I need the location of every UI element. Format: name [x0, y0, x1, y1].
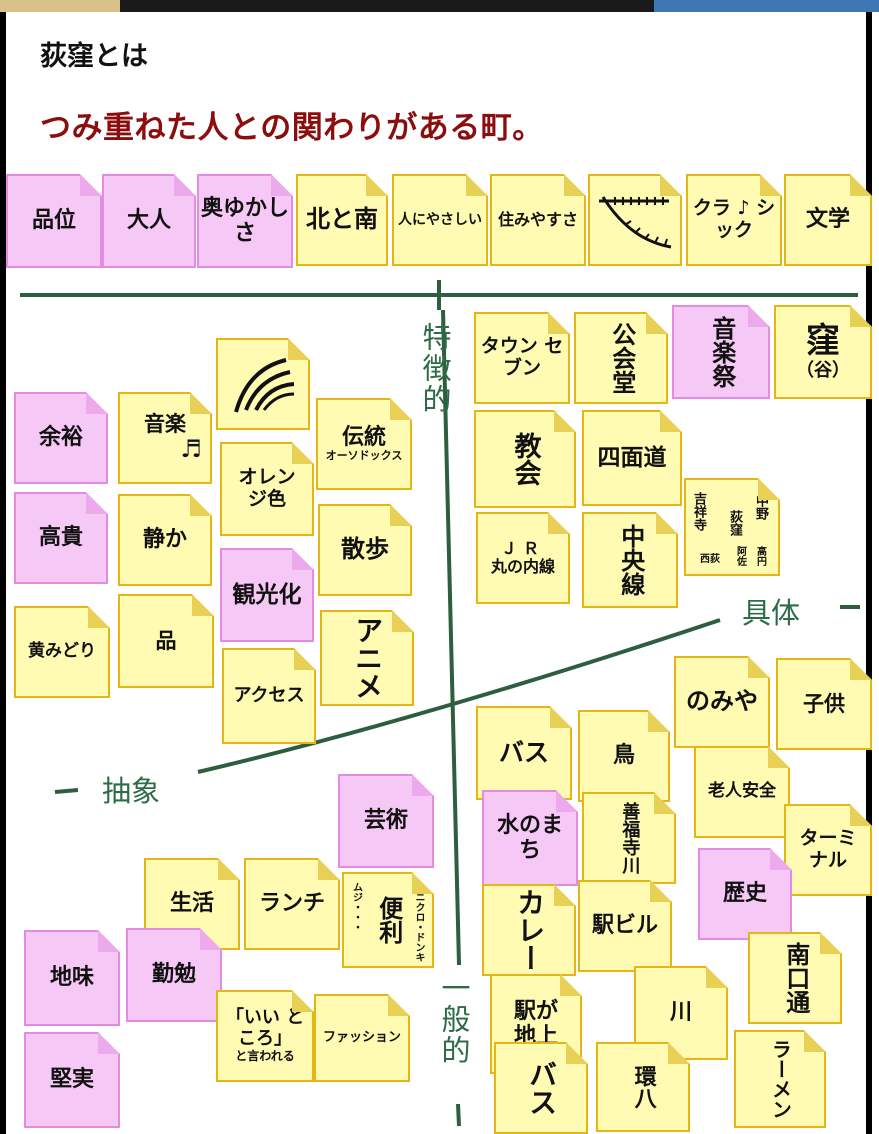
note-sanpo: 散歩 — [318, 504, 412, 596]
note-fashion: ファッション — [314, 994, 410, 1082]
top-strip — [0, 0, 879, 12]
note-bungaku: 文学 — [784, 174, 872, 266]
note-shizuka: 静か — [118, 494, 212, 586]
railway-sketch-icon — [595, 185, 675, 255]
note-rekishi: 歴史 — [698, 848, 792, 940]
note-hini: 品位 — [6, 174, 102, 268]
note-ekibiru: 駅ビル — [578, 880, 672, 972]
note-kouki: 高貴 — [14, 492, 108, 584]
note-otona: 大人 — [102, 174, 196, 268]
note-dentou-main: 伝統 — [341, 425, 386, 451]
note-ongaku-icon: ♬ — [180, 435, 202, 464]
note-minamiguchi: 南口通 — [748, 932, 842, 1024]
note-classic: クラ ♪ シック — [686, 174, 782, 266]
note-benri-main: 便利 — [374, 896, 403, 944]
note-railway-sketch — [588, 174, 682, 266]
note-okuyukashisa: 奥ゆかしさ — [197, 174, 293, 268]
note-ongaku-main: 音楽 — [144, 412, 186, 437]
note-ongaku: 音楽 ♬ — [118, 392, 212, 484]
note-iitokoro-main: 「いい ところ」 — [225, 1007, 305, 1050]
note-dentou-sub: オーソドックス — [325, 449, 403, 463]
vertical-axis-bottom-tick — [456, 1103, 461, 1127]
page-subtitle: つみ重ねた人との関わりがある町。 — [40, 110, 544, 146]
left-tick — [54, 788, 79, 794]
note-benri-sub2: ムジ・・・ — [350, 882, 362, 932]
note-bus-top: バス — [476, 706, 572, 800]
note-benri-sub: ユニクロ・ドンキ — [413, 882, 424, 962]
note-ramen: ラーメン — [734, 1030, 826, 1128]
note-benkyou: 勤勉 — [126, 928, 222, 1022]
note-nomiya: のみや — [674, 656, 770, 748]
note-kubo-sub: （谷） — [796, 360, 850, 382]
note-iitokoro-sub: と言われる — [235, 1048, 295, 1063]
axis-label-characteristic: 特徴的 — [418, 322, 452, 415]
note-yoyuu: 余裕 — [14, 392, 108, 484]
axis-label-abstract: 抽象 — [102, 774, 161, 808]
vertical-axis — [441, 309, 461, 966]
note-hin: 品 — [118, 594, 214, 688]
note-chuousen: 中央線 — [582, 512, 678, 608]
axis-label-concrete: 具体 — [742, 596, 801, 630]
note-kenjitsu: 堅実 — [24, 1032, 120, 1128]
note-ongakusai: 音楽祭 — [672, 305, 770, 399]
note-lunch: ランチ — [244, 858, 340, 950]
note-iitokoro: 「いい ところ」 と言われる — [216, 990, 314, 1082]
map-asagaya: 阿佐 — [734, 546, 746, 566]
note-geijutsu: 芸術 — [338, 774, 434, 868]
note-grass-sketch — [216, 338, 310, 430]
map-kichijoji: 吉祥寺 — [690, 492, 706, 531]
note-mizunomachi: 水のまち — [482, 790, 578, 886]
note-jr-sub: 丸の内線 — [490, 557, 555, 576]
note-kitatominami: 北と南 — [296, 174, 388, 266]
note-benri: ムジ・・・ 便利 ユニクロ・ドンキ — [342, 872, 434, 968]
note-jr: ＪＲ 丸の内線 — [476, 512, 570, 604]
note-roujin: 老人安全 — [694, 746, 790, 838]
map-koenji: 高円 — [754, 546, 766, 566]
note-hitoniyasashii: 人にやさしい — [392, 174, 488, 266]
page-title: 荻窪とは — [40, 41, 148, 72]
note-sumiyasusa: 住みやすさ — [490, 174, 586, 266]
note-kubo-main: 窪 — [806, 321, 840, 362]
note-jr-main: ＪＲ — [500, 538, 545, 558]
note-kyoukai: 教会 — [474, 410, 576, 508]
note-kubo: 窪 （谷） — [774, 305, 872, 399]
note-bus-bottom: バス — [494, 1042, 588, 1134]
grass-sketch-icon — [228, 354, 298, 414]
note-tori: 鳥 — [578, 710, 670, 802]
frame-border — [0, 12, 872, 1134]
note-orange: オレンジ色 — [220, 442, 314, 536]
top-strip-left — [0, 0, 120, 12]
top-strip-right — [654, 0, 879, 12]
note-access: アクセス — [222, 648, 316, 744]
note-dentou: 伝統 オーソドックス — [316, 398, 412, 490]
note-kodomo: 子供 — [776, 658, 872, 750]
note-terminal: ターミナル — [784, 804, 872, 896]
note-kanpachi: 環八 — [596, 1042, 690, 1132]
diagonal-axis — [197, 618, 721, 774]
note-station-map: 吉祥寺 荻窪 中野 西荻 阿佐 高円 — [684, 478, 780, 576]
note-koukaidou: 公会堂 — [574, 312, 668, 404]
note-shimendou: 四面道 — [582, 410, 682, 506]
map-nishiogi: 西荻 — [700, 554, 720, 565]
map-ogikubo: 荻窪 — [726, 510, 742, 536]
note-kankouka: 観光化 — [220, 548, 314, 642]
map-nakano: 中野 — [752, 494, 768, 520]
note-kimidori: 黄みどり — [14, 606, 110, 698]
note-jimi: 地味 — [24, 930, 120, 1026]
note-anime: アニメ — [320, 610, 414, 706]
note-curry: カレー — [482, 884, 576, 976]
note-townseven: タウン セブン — [474, 312, 570, 404]
axis-label-general: 一般的 — [437, 973, 471, 1066]
note-zenpukuji: 善福寺川 — [582, 792, 676, 884]
